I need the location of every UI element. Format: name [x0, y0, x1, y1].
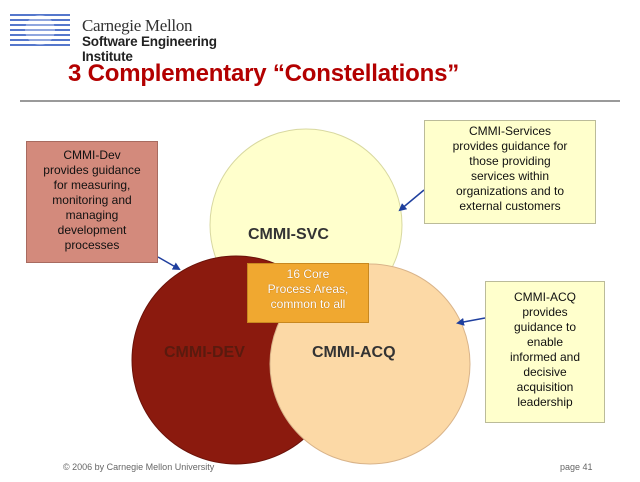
acq-callout-line: CMMI-ACQ: [514, 290, 576, 304]
acq-circle-label: CMMI-ACQ: [312, 344, 396, 361]
logo-line-1: Carnegie Mellon: [82, 16, 193, 35]
core-line: 16 Core: [286, 267, 330, 281]
acq-callout-line: provides: [522, 305, 568, 319]
acq-callout-line: informed and: [509, 350, 581, 364]
svc-callout-line: external customers: [459, 199, 561, 213]
core-process-areas-box: 16 Core Process Areas, common to all: [247, 263, 369, 323]
dev-callout: CMMI-Dev provides guidance for measuring…: [26, 141, 158, 263]
arrow-dev: [157, 256, 181, 270]
dev-circle-label: CMMI-DEV: [164, 344, 245, 361]
dev-callout-line: processes: [64, 238, 120, 252]
arrow-acq: [456, 317, 486, 326]
dev-callout-line: provides guidance: [43, 163, 141, 177]
dev-callout-line: CMMI-Dev: [63, 148, 121, 162]
acq-callout-line: enable: [526, 335, 564, 349]
svc-callout: CMMI-Services provides guidance for thos…: [424, 120, 596, 224]
svc-callout-line: CMMI-Services: [468, 124, 551, 138]
sei-logo: Carnegie Mellon Software Engineering Ins…: [8, 10, 268, 64]
logo-line-2: Software Engineering Institute: [82, 34, 217, 64]
footer-page-number: page 41: [560, 462, 593, 472]
acq-callout-line: leadership: [517, 395, 573, 409]
acq-callout-line: guidance to: [513, 320, 577, 334]
dev-callout-line: for measuring,: [53, 178, 131, 192]
svc-callout-line: organizations and to: [455, 184, 565, 198]
svc-callout-line: provides guidance for: [452, 139, 568, 153]
dev-callout-line: development: [57, 223, 127, 237]
svc-callout-line: those providing: [469, 154, 551, 168]
core-line: common to all: [270, 297, 346, 311]
svc-circle-label: CMMI-SVC: [248, 226, 329, 243]
footer-copyright: © 2006 by Carnegie Mellon University: [63, 462, 215, 472]
acq-callout-line: acquisition: [516, 380, 574, 394]
dev-callout-line: monitoring and: [52, 193, 132, 207]
title-divider: [20, 100, 620, 102]
arrow-svc: [398, 189, 425, 212]
svc-callout-line: services within: [470, 169, 550, 183]
dev-callout-line: managing: [65, 208, 119, 222]
slide-title: 3 Complementary “Constellations”: [68, 60, 460, 87]
core-line: Process Areas,: [267, 282, 349, 296]
acq-callout: CMMI-ACQ provides guidance to enable inf…: [485, 281, 605, 423]
logo-mark-icon: [10, 14, 70, 46]
acq-callout-line: decisive: [523, 365, 567, 379]
